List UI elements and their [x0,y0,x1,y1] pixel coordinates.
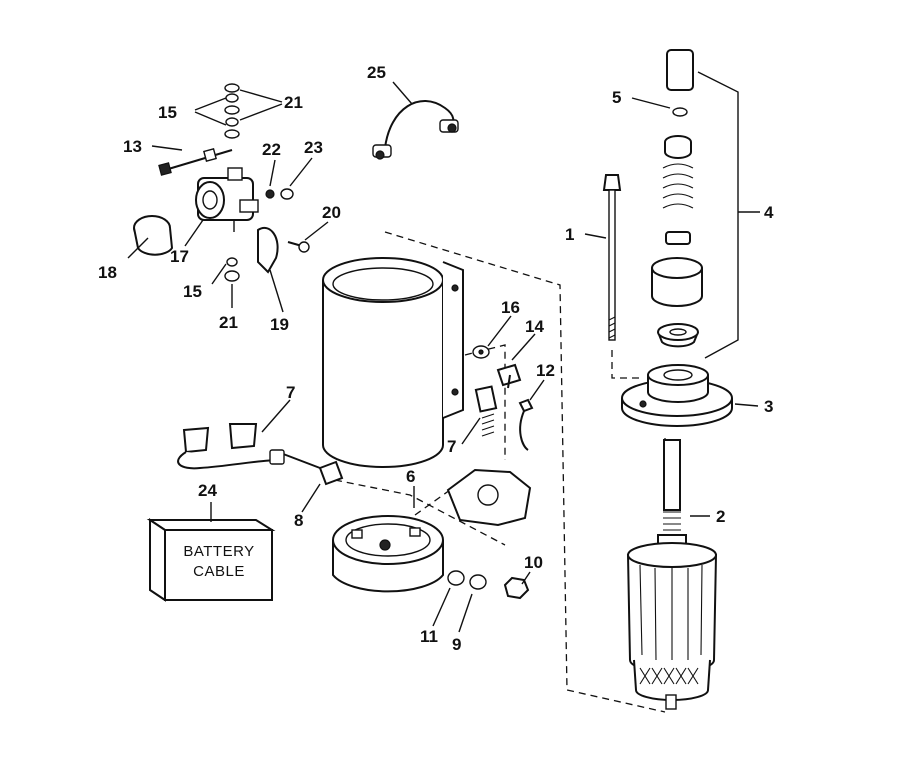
armature [626,439,718,710]
callout-20: 20 [322,203,341,222]
callout-22: 22 [262,140,281,159]
callout-21a: 21 [284,93,303,112]
brushes-left [177,423,321,470]
callout-21b: 21 [219,313,238,332]
brush-lead-and-spring [474,385,534,451]
battery-cable-box: BATTERY CABLE [146,518,276,602]
leader-lines [127,71,760,633]
callout-19: 19 [270,315,289,334]
callout-15a: 15 [158,103,177,122]
field-frame-housing [322,257,464,468]
callout-11: 11 [420,627,438,646]
washers-and-nut [447,570,530,600]
callout-13: 13 [123,137,142,156]
callout-7a: 7 [286,383,295,402]
callout-5: 5 [612,88,621,107]
callout-16: 16 [501,298,520,317]
callout-15b: 15 [183,282,202,301]
ground-cable-part [372,100,459,160]
callout-23: 23 [304,138,323,157]
drive-end-cap [621,364,733,427]
callout-25: 25 [367,63,386,82]
callout-2: 2 [716,507,725,526]
callout-labels: 1 2 3 4 5 6 7 7 8 9 10 11 12 13 14 15 15… [98,63,774,654]
callout-10: 10 [524,553,543,572]
callout-24: 24 [198,481,217,500]
callout-7b: 7 [447,437,456,456]
drive-assembly [651,49,703,348]
callout-4: 4 [764,203,774,222]
callout-12: 12 [536,361,555,380]
battery-box-line2: CABLE [193,563,245,580]
through-bolt [602,174,622,341]
callout-18: 18 [98,263,117,282]
brush-holder [318,460,344,486]
battery-box-line1: BATTERY [183,543,254,560]
callout-8: 8 [294,511,303,530]
callout-1: 1 [565,225,574,244]
washer-and-screw [472,345,522,389]
callout-17: 17 [170,247,189,266]
callout-9: 9 [452,635,461,654]
callout-3: 3 [764,397,773,416]
brush-plate-and-end-cap [332,468,532,593]
callout-14: 14 [525,317,544,336]
solenoid-assembly [133,83,310,282]
callout-6: 6 [406,467,415,486]
